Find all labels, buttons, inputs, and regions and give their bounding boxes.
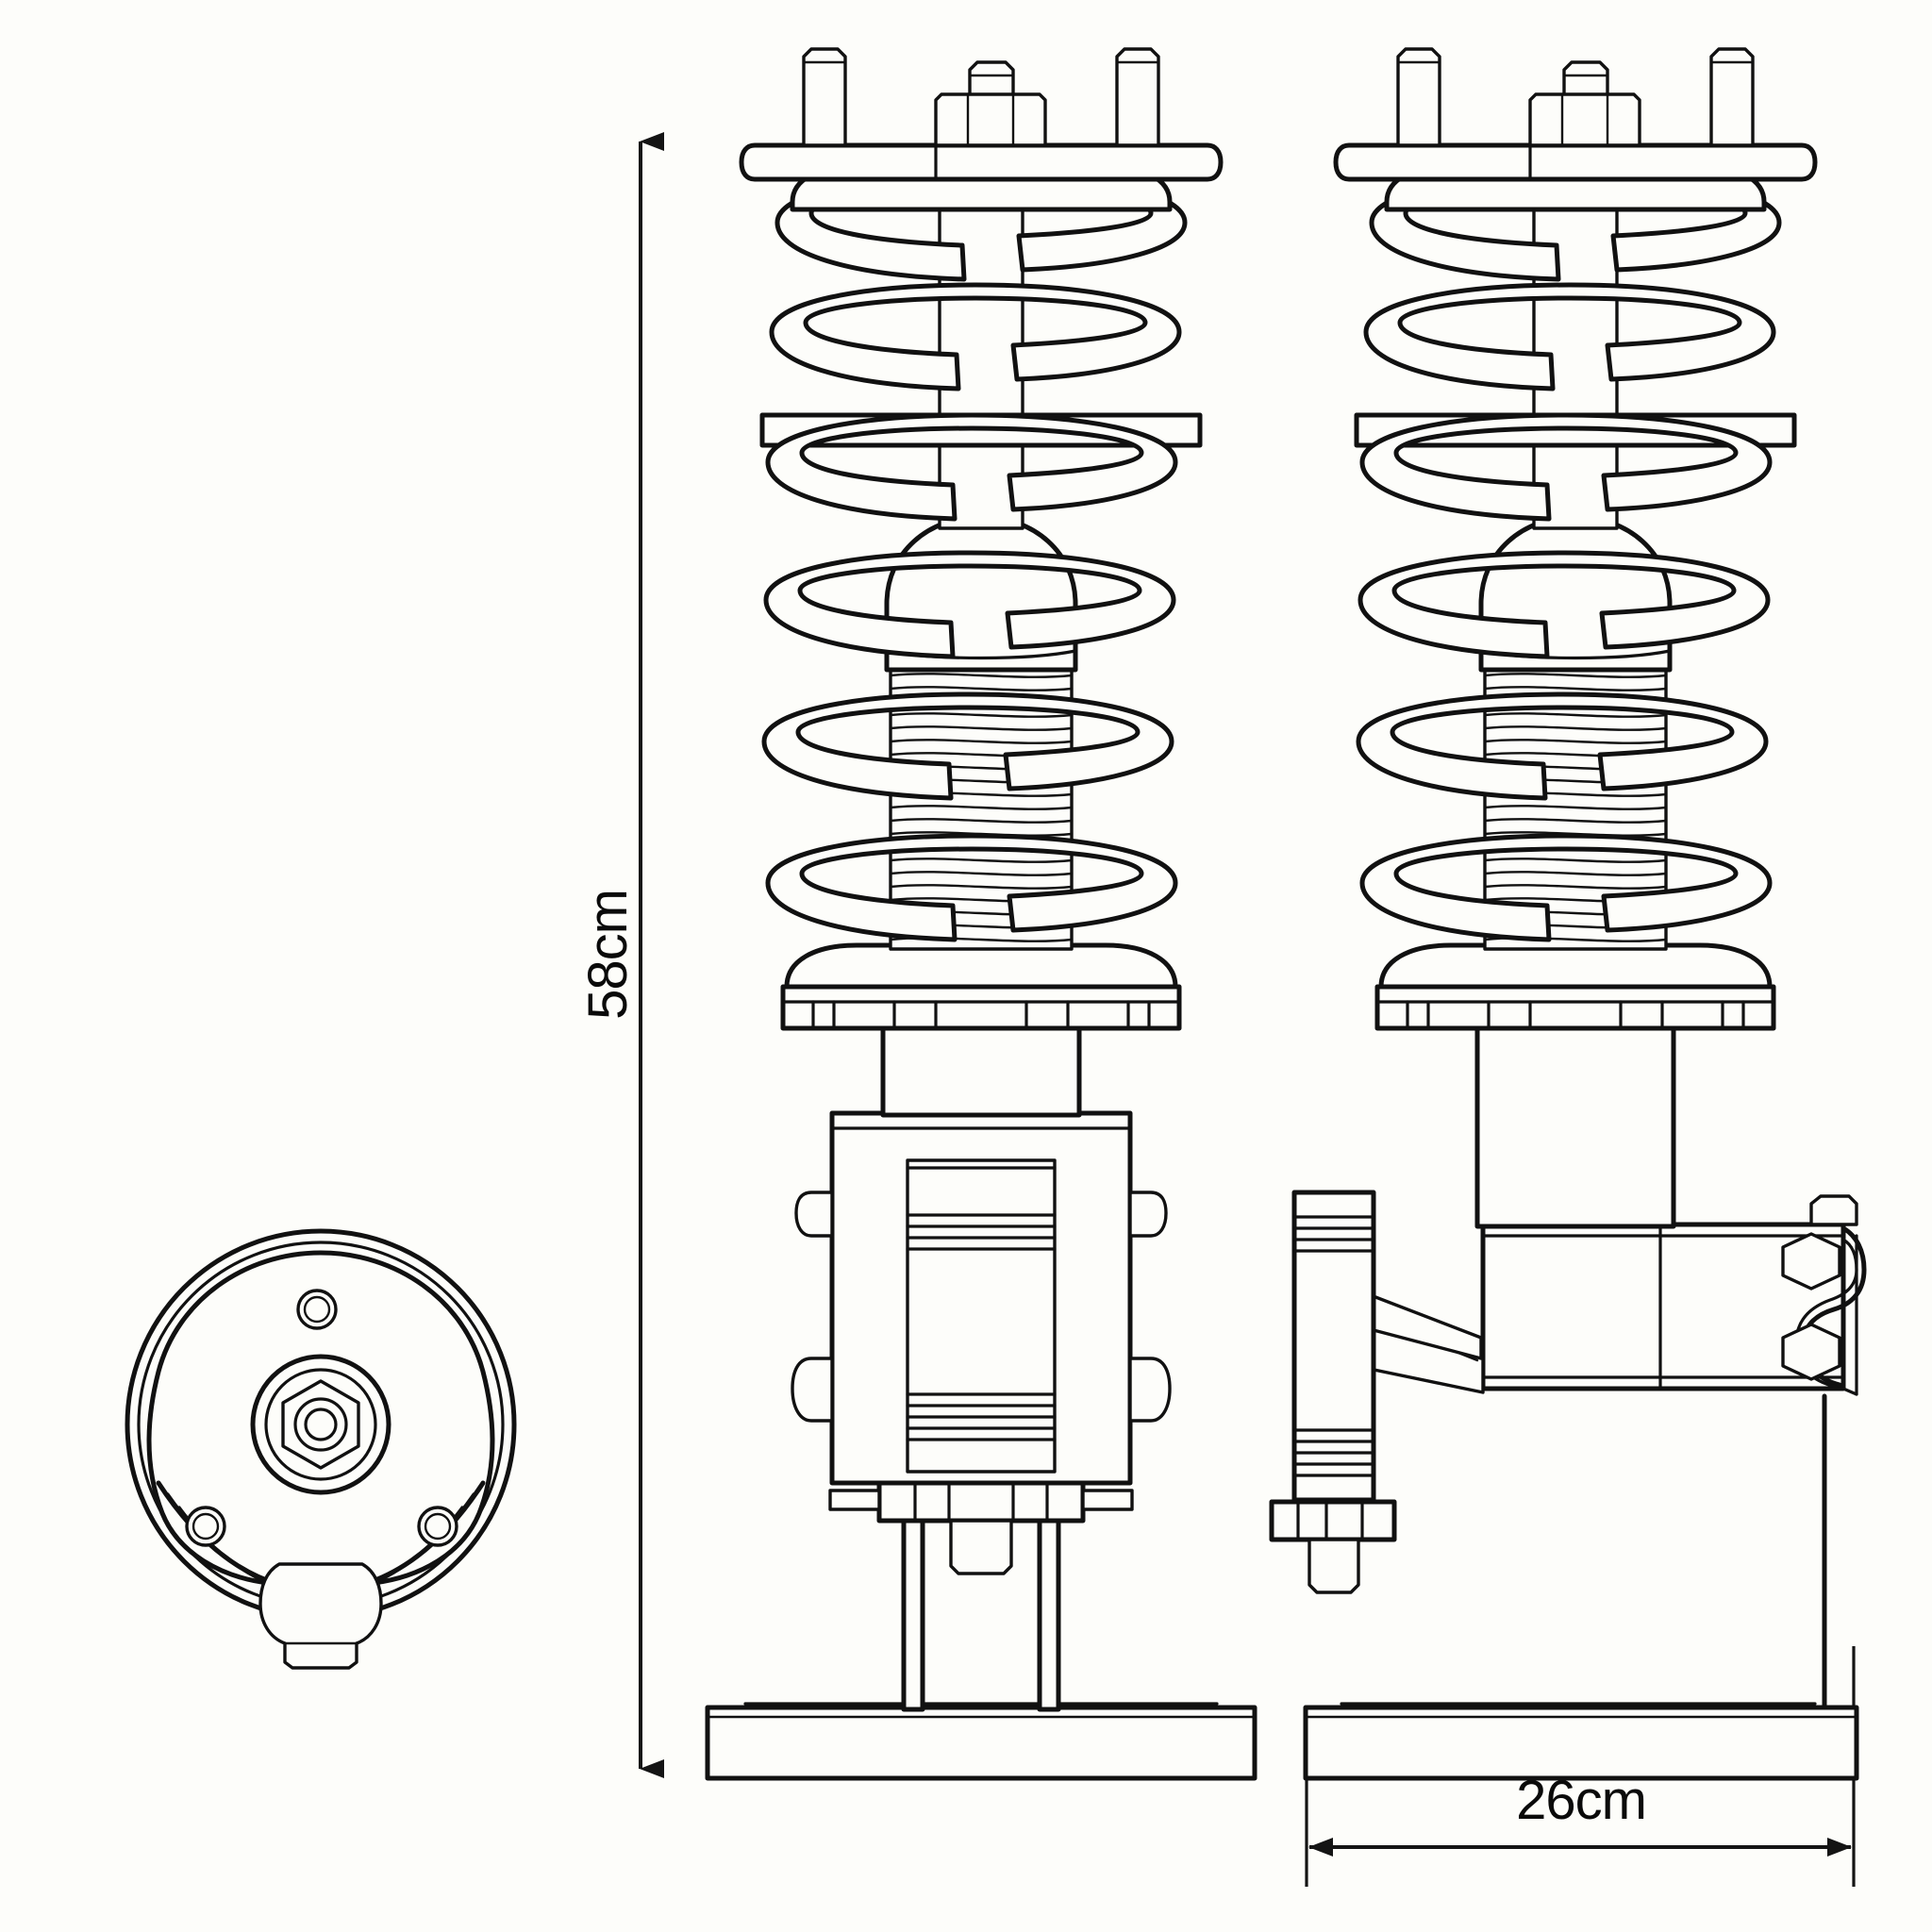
- dimension-height-58cm: 58cm: [577, 132, 664, 1778]
- centre-hex-nut-side: [934, 92, 1047, 147]
- display-base-pedestal: [705, 1702, 1257, 1781]
- detached-threaded-pin: [1269, 1190, 1397, 1594]
- display-base-pedestal-2: [1303, 1702, 1859, 1781]
- upper-mount-plate-assembly-2: [1333, 47, 1818, 182]
- side-elevation-strut: [1269, 47, 1867, 1781]
- mount-stud-left: [802, 47, 847, 147]
- lower-spring-seat: [780, 942, 1182, 1031]
- bracket-hex-bolt-upper: [1781, 1232, 1841, 1291]
- damper-upper-shaft: [880, 1025, 1082, 1118]
- mount-stud-left-2: [1396, 47, 1441, 147]
- centre-rod-bore: [304, 1407, 338, 1441]
- bracket-hex-bolt-lower: [1781, 1323, 1841, 1381]
- mount-stud-right-2: [1709, 47, 1755, 147]
- mount-plate: [739, 142, 1224, 182]
- centre-rod-outer: [293, 1397, 348, 1452]
- mount-plate-2: [1333, 142, 1818, 182]
- coil-spring-2: [1356, 173, 1782, 942]
- mount-stud-hole-right: [417, 1506, 458, 1547]
- upper-mount-plate-assembly: [739, 47, 1224, 182]
- top-view-strut-mount: [125, 1228, 517, 1670]
- fork-through-bolt: [828, 1478, 1134, 1575]
- front-elevation-strut: [705, 47, 1257, 1781]
- centre-hex-nut-side-2: [1528, 92, 1641, 147]
- damper-upper-shaft-2: [1474, 1025, 1676, 1229]
- mount-stud-hole-left: [185, 1506, 226, 1547]
- pin-end: [1307, 1538, 1360, 1594]
- lower-spring-seat-2: [1374, 942, 1776, 1031]
- centre-hex-nut: [281, 1379, 360, 1470]
- steering-knuckle-bracket: [1480, 1194, 1867, 1396]
- mount-stud-hole-top: [296, 1289, 338, 1330]
- damper-adjuster-column: [906, 1158, 1057, 1474]
- centre-washer-inner: [264, 1368, 377, 1481]
- pin-hex-nut: [1269, 1499, 1397, 1542]
- mount-stud-right: [1115, 47, 1160, 147]
- dimension-height-label: 58cm: [577, 890, 639, 1020]
- lower-bush-boss: [258, 1562, 383, 1670]
